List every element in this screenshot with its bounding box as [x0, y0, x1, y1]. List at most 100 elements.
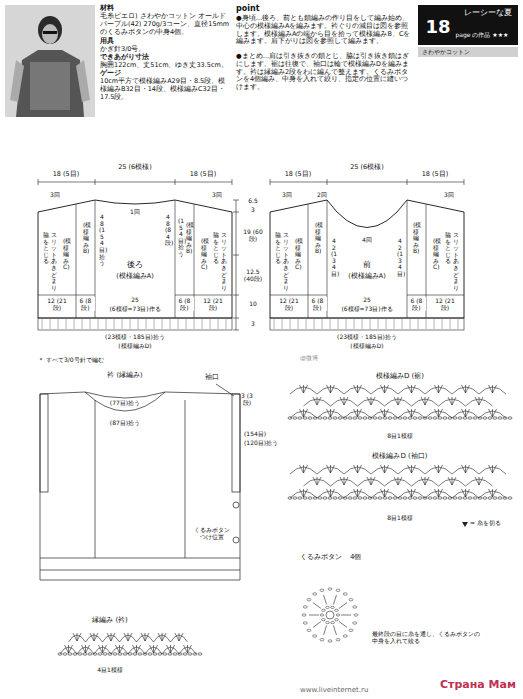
annotation-label: 3回	[282, 191, 292, 198]
stitch-stroke	[403, 497, 407, 499]
stitch-stroke	[300, 489, 304, 497]
stitch-stroke	[443, 497, 447, 499]
stitch-stroke	[148, 653, 152, 655]
piece-outline	[270, 200, 464, 318]
stitch-stroke	[323, 417, 327, 419]
stitch-stroke	[448, 477, 452, 485]
annotation-label: 6 (8段)	[309, 297, 327, 311]
panel-line	[270, 200, 464, 318]
stitch-stroke	[194, 319, 195, 329]
stitch-stroke	[154, 645, 158, 653]
stitch-stroke	[340, 397, 344, 405]
stitch-stroke	[398, 477, 402, 485]
stitch-stroke	[408, 385, 412, 393]
stitch-stroke	[304, 385, 308, 393]
annotation-label: 用具	[100, 38, 114, 46]
annotation-label: 3 (3段)	[241, 392, 253, 406]
stitch-stroke	[439, 385, 443, 393]
stitch-stroke	[168, 653, 172, 655]
stitch-stroke	[188, 653, 192, 655]
stitch-stroke	[386, 319, 387, 329]
annotation-label: 模様編みD (裾)	[376, 372, 424, 380]
stitch-stroke	[433, 497, 437, 499]
stitch-stroke	[99, 645, 103, 653]
stitch-stroke	[462, 409, 466, 417]
annotation-label: スリットあきどまり	[453, 232, 459, 291]
annotation-label: (模様編みD)	[350, 342, 383, 349]
stitch-stroke	[466, 489, 470, 497]
stitch-stroke	[358, 385, 362, 393]
stitch-stroke	[453, 497, 457, 499]
stitch-stroke	[439, 409, 443, 417]
stitch-stroke	[303, 497, 307, 499]
stitch-stroke	[320, 639, 324, 641]
stitch-stroke	[394, 319, 395, 329]
stitch-stroke	[425, 477, 429, 485]
stitch-stroke	[113, 653, 117, 655]
stitch-stroke	[90, 633, 94, 641]
stitch-stroke	[413, 497, 417, 499]
stitch-stroke	[381, 465, 385, 473]
stitch-stroke	[458, 319, 459, 329]
stitch-stroke	[313, 477, 317, 485]
annotation-label: 1回	[130, 208, 140, 215]
stitch-stroke	[381, 489, 385, 497]
annotation-label: (模様編みB)	[315, 222, 321, 255]
stitch-stroke	[124, 633, 128, 641]
stitch-stroke	[363, 417, 367, 419]
stitch-stroke	[138, 653, 142, 655]
stitch-stroke	[466, 465, 470, 473]
stitch-stroke	[385, 409, 389, 417]
annotation-label: 8目1模様	[387, 514, 413, 521]
node-text: (模様編みA)	[348, 273, 386, 281]
stitch-stroke	[65, 645, 69, 653]
stitch-stroke	[328, 588, 332, 590]
node-text: レーシーな夏	[464, 8, 512, 18]
annotation-label: 48 (154目)拾う	[99, 214, 105, 267]
annotation-label: = 糸を切る	[470, 519, 501, 526]
stitch-stroke	[226, 319, 227, 329]
annotation-label: 4目1模様	[97, 666, 123, 673]
annotation-label: 袖口	[205, 374, 219, 382]
stitch-stroke	[186, 319, 187, 329]
annotation-label: 12.5 (40段)	[241, 268, 265, 282]
stitch-stroke	[493, 489, 497, 497]
stitch-stroke	[344, 477, 348, 485]
stitch-stroke	[304, 465, 308, 473]
stitch-stroke	[300, 385, 304, 393]
stitch-stroke	[493, 417, 497, 419]
stitch-stroke	[442, 319, 443, 329]
stitch-stroke	[298, 319, 299, 329]
stitch-stroke	[78, 653, 82, 655]
annotation-label: できあがり寸法	[100, 54, 149, 62]
stitch-stroke	[412, 385, 416, 393]
annotation-label: (6模様=73目)作る	[109, 305, 160, 312]
stitch-stroke	[378, 497, 382, 499]
stitch-stroke	[354, 409, 358, 417]
stitch-stroke	[90, 319, 91, 329]
annotation-label: 18 (5目)	[422, 171, 449, 179]
annotation-label: 脇をとじる	[213, 232, 219, 265]
stitch-stroke	[435, 409, 439, 417]
annotation-label: 8目1模様	[387, 432, 413, 439]
stitch-stroke	[83, 653, 87, 655]
stitch-stroke	[308, 497, 312, 499]
stitch-stroke	[306, 319, 307, 329]
stitch-stroke	[122, 319, 123, 329]
annotation-label: (87目)拾う	[110, 419, 140, 426]
annotation-label: スリットあきどまり	[51, 232, 57, 291]
stitch-stroke	[473, 497, 477, 499]
stitch-stroke	[120, 645, 124, 653]
stitch-stroke	[330, 319, 331, 329]
stitch-stroke	[508, 417, 512, 419]
annotation-label: (154目)	[244, 430, 266, 437]
cut-thread-symbol	[462, 522, 468, 527]
stitch-stroke	[421, 477, 425, 485]
annotation-label: (23模様・185目)拾う	[105, 333, 165, 340]
stitch-stroke	[317, 397, 321, 405]
stitch-stroke	[493, 409, 497, 417]
stitch-stroke	[378, 319, 379, 329]
annotation-label: ●まとめ…肩は引き抜きの鎖とじ、脇は引き抜き鎖はぎにします。裾は往復で、袖口は輪…	[236, 53, 414, 92]
stitch-stroke	[307, 629, 311, 631]
